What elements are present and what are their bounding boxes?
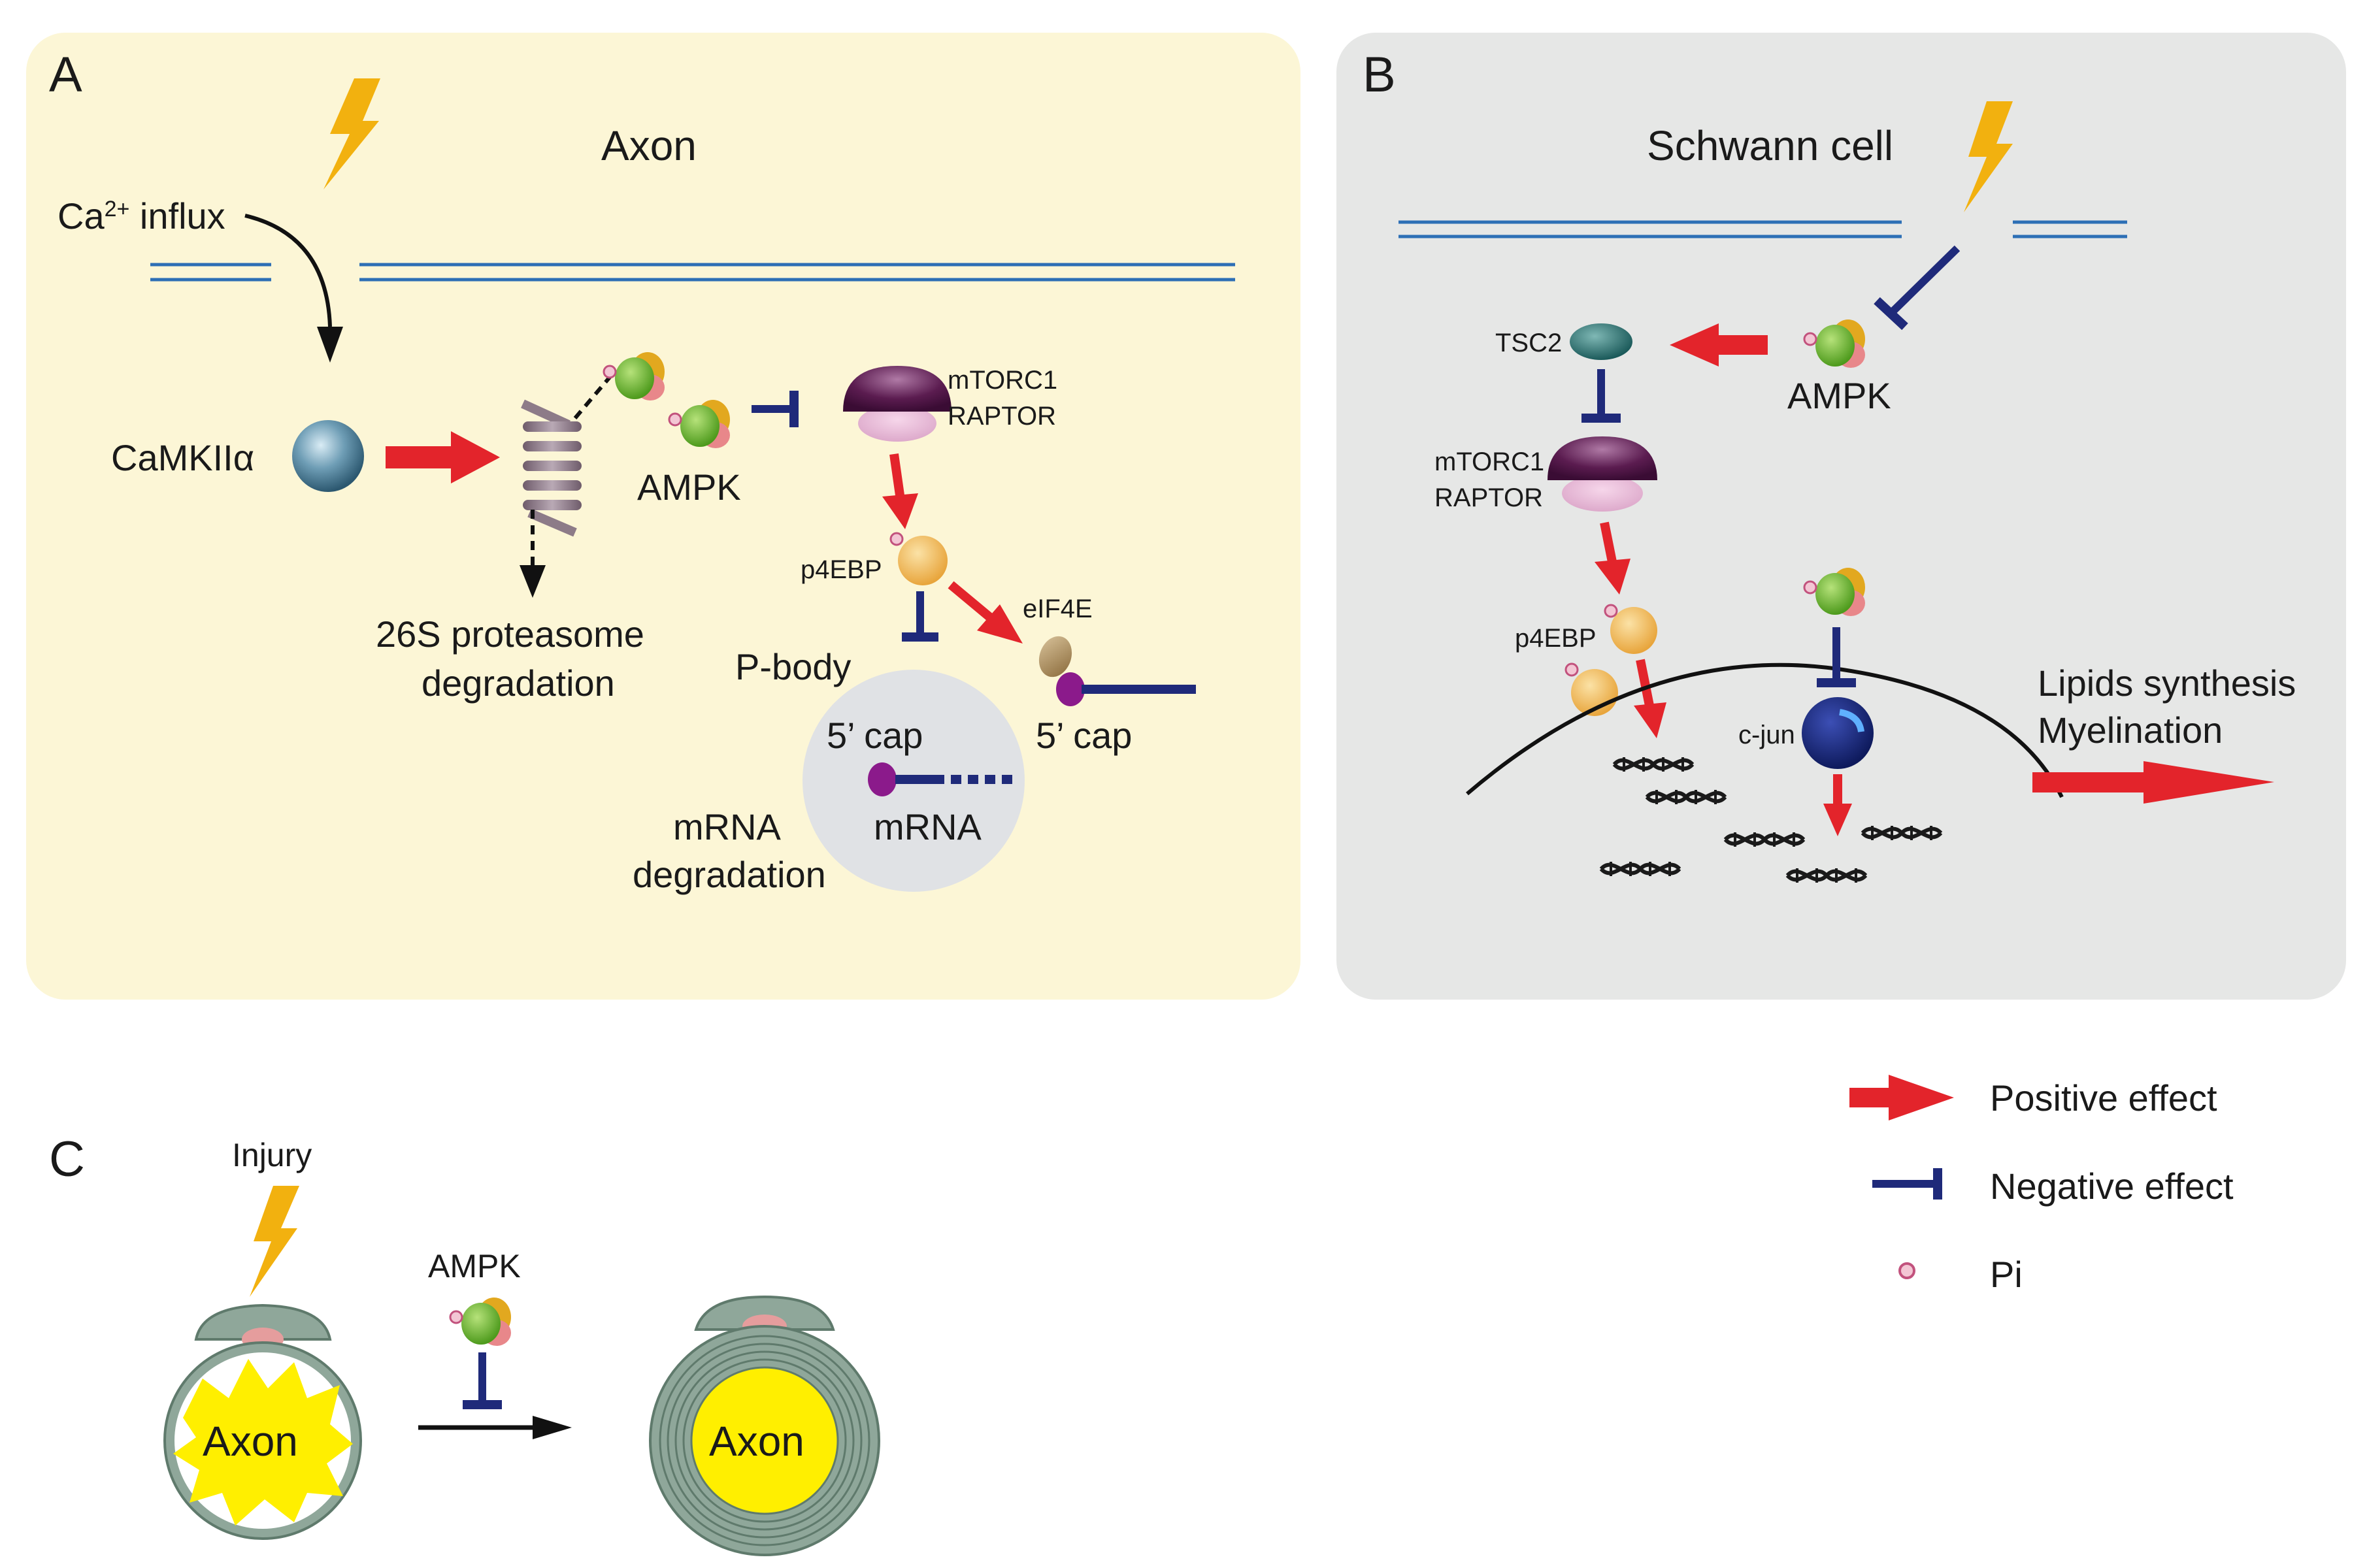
proteasome-label-1: 26S proteasome xyxy=(376,613,644,655)
camkii-label: CaMKIIα xyxy=(111,437,254,478)
mtorc1-label-b: mTORC1 xyxy=(1434,448,1544,476)
lightning-icon xyxy=(323,78,380,189)
mrna-label: mRNA xyxy=(874,806,982,847)
legend: Positive effect Negative effect Pi xyxy=(1849,1075,2234,1295)
mtorc1-shape xyxy=(843,366,952,412)
legend-negative-arrow xyxy=(1872,1168,1942,1200)
panel-c: C Injury Axon AMPK xyxy=(49,1132,880,1556)
legend-positive-arrow xyxy=(1849,1075,1954,1120)
legend-negative-label: Negative effect xyxy=(1990,1166,2234,1207)
lightning-icon-c xyxy=(250,1186,299,1297)
schwann-membrane xyxy=(1399,220,2127,238)
pbody-label: P-body xyxy=(735,646,851,687)
negative-arrow-injury-ampk xyxy=(1874,245,1961,331)
ca-influx-label: Ca2+ influx xyxy=(58,195,225,237)
panel-b-background xyxy=(1336,33,2346,1000)
tsc2-molecule xyxy=(1570,323,1632,360)
transition-arrowhead xyxy=(533,1416,572,1439)
legend-pi-icon xyxy=(1898,1262,1915,1279)
proteasome-arrowhead xyxy=(520,565,546,598)
cjun-highlight xyxy=(1838,709,1864,732)
panel-c-letter: C xyxy=(49,1132,85,1187)
positive-arrow-p4ebp-eif4e xyxy=(948,581,1023,644)
panel-a-title: Axon xyxy=(601,122,697,169)
mrna-degradation-label-1: mRNA xyxy=(673,806,782,847)
mtorc1-shape-b xyxy=(1548,436,1657,480)
ca-influx-arrowhead xyxy=(317,327,343,363)
positive-arrow-myelination xyxy=(2032,761,2274,804)
ampk-icon-c xyxy=(449,1296,512,1347)
panel-b: B Schwann cell AMPK TSC2 mTORC xyxy=(1336,33,2346,1000)
ampk-label-b: AMPK xyxy=(1787,375,1891,416)
raptor-label-b: RAPTOR xyxy=(1434,483,1543,512)
phosphate-icon xyxy=(889,532,904,546)
ampk-label: AMPK xyxy=(637,466,741,508)
positive-arrow-camkii xyxy=(386,431,500,483)
tsc2-label: TSC2 xyxy=(1495,329,1562,357)
raptor-shape-b xyxy=(1562,475,1643,512)
ca-influx-arrow xyxy=(244,214,332,327)
ubiquitin-coil xyxy=(521,399,582,537)
cap-pbody-label: 5’ cap xyxy=(827,715,923,756)
p4ebp-molecule-b1 xyxy=(1610,607,1657,654)
axon-label-left: Axon xyxy=(203,1418,298,1465)
p4ebp-label: p4EBP xyxy=(801,555,882,584)
phosphate-icon-b2 xyxy=(1564,662,1579,677)
ampk-label-c: AMPK xyxy=(428,1248,521,1284)
mtorc1-label: mTORC1 xyxy=(948,366,1057,395)
negative-arrow-tsc2-mtorc1 xyxy=(1581,369,1621,423)
cjun-label: c-jun xyxy=(1738,721,1795,749)
eif4e-molecule xyxy=(1038,636,1072,678)
negative-arrow-ampk-c xyxy=(463,1352,502,1409)
negative-arrow-ampk-mtorc1 xyxy=(752,391,799,427)
panel-a: A Axon Ca2+ influx CaMKIIα xyxy=(26,33,1300,1000)
mrna-degradation-label-2: degradation xyxy=(633,854,826,895)
p4ebp-label-b: p4EBP xyxy=(1515,624,1597,653)
panel-b-letter: B xyxy=(1363,47,1396,103)
positive-arrow-mtorc1-p4ebp xyxy=(882,453,918,529)
cap-right-label: 5’ cap xyxy=(1036,715,1132,756)
cjun-molecule xyxy=(1802,697,1874,769)
eif4e-label: eIF4E xyxy=(1023,595,1093,623)
positive-arrow-ampk-tsc2 xyxy=(1670,323,1768,367)
myelination-label: Myelination xyxy=(2038,710,2223,751)
raptor-shape xyxy=(858,405,936,442)
positive-arrow-p4ebp-dna xyxy=(1634,659,1666,738)
p4ebp-molecule xyxy=(898,536,948,585)
negative-arrow-p4ebp-pbody xyxy=(902,591,938,642)
legend-pi-label: Pi xyxy=(1990,1254,2023,1295)
nuclear-envelope xyxy=(1466,662,2064,798)
raptor-label: RAPTOR xyxy=(948,402,1056,431)
negative-arrow-ampk-cjun xyxy=(1817,627,1856,687)
axon-label-right: Axon xyxy=(709,1418,804,1465)
positive-arrow-cjun-dna xyxy=(1823,774,1852,836)
panel-b-title: Schwann cell xyxy=(1647,122,1893,169)
legend-positive-label: Positive effect xyxy=(1990,1077,2217,1119)
cap-right-shape xyxy=(1056,672,1085,706)
lightning-icon-b xyxy=(1964,101,2013,212)
axon-membrane xyxy=(150,263,1235,282)
injured-axon xyxy=(163,1303,362,1540)
cap-pbody-shape xyxy=(868,762,897,796)
phosphate-icon-b1 xyxy=(1604,604,1618,618)
proteasome-label-2: degradation xyxy=(422,662,615,704)
injury-label: Injury xyxy=(232,1137,312,1173)
lipids-label: Lipids synthesis xyxy=(2038,662,2296,704)
positive-arrow-mtorc1-p4ebp-b xyxy=(1595,521,1630,595)
camkii-molecule xyxy=(292,420,364,492)
panel-a-letter: A xyxy=(49,47,82,103)
myelinated-axon xyxy=(649,1295,880,1556)
